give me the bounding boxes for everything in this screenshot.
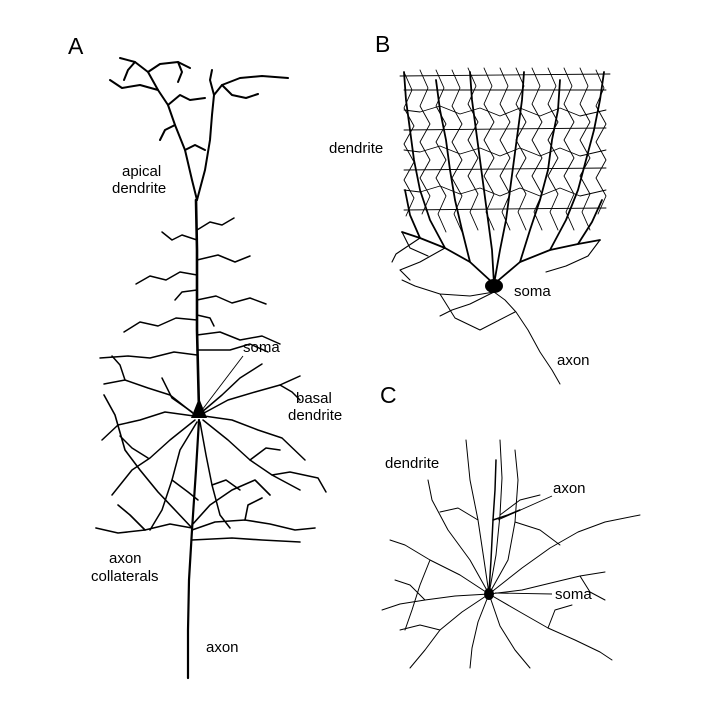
- apical-oblique-branches: [99, 217, 281, 359]
- panel-a-soma-label: soma: [243, 339, 280, 356]
- panel-b: B: [329, 31, 611, 385]
- panel-c-stellate-neuron-drawing: [381, 439, 641, 669]
- axon-collaterals-label-line2: collaterals: [91, 568, 159, 585]
- panel-c-soma-label: soma: [555, 586, 592, 603]
- axon-collaterals-label-line1: axon: [109, 550, 142, 567]
- panel-c-axon-leader: [497, 495, 553, 521]
- apical-tuft: [109, 57, 289, 201]
- purkinje-axon: [401, 279, 561, 385]
- purkinje-lower-dendrites: [391, 231, 601, 281]
- panel-c-axon-label: axon: [553, 480, 586, 497]
- panel-c-soma-shape: [484, 588, 494, 600]
- panel-b-soma-label: soma: [514, 283, 551, 300]
- panel-c-soma-leader: [494, 592, 553, 595]
- basal-dendrite-label-line2: dendrite: [288, 407, 342, 424]
- panel-c-letter: C: [380, 382, 397, 408]
- panel-a-soma-leader: [201, 355, 244, 411]
- panel-a-letter: A: [68, 33, 84, 59]
- stellate-dendrites: [381, 439, 641, 669]
- panel-b-axon-label: axon: [557, 352, 590, 369]
- panel-a: A: [68, 33, 342, 680]
- stellate-axon: [488, 459, 521, 593]
- panel-c: C: [380, 382, 641, 669]
- axon-and-collaterals: [95, 394, 316, 680]
- panel-b-dendrite-label: dendrite: [329, 140, 383, 157]
- panel-c-dendrite-label: dendrite: [385, 455, 439, 472]
- panel-a-soma-shape: [191, 398, 207, 418]
- purkinje-dendritic-arbor: [401, 71, 605, 285]
- panel-a-pyramidal-neuron-drawing: [95, 57, 327, 680]
- panel-b-soma-shape: [485, 279, 503, 293]
- basal-dendrite-label-line1: basal: [296, 390, 332, 407]
- apical-trunk: [194, 198, 201, 412]
- panel-a-axon-label: axon: [206, 639, 239, 656]
- purkinje-fine-branches: [399, 67, 611, 233]
- basal-dendrites: [101, 355, 327, 531]
- panel-b-letter: B: [375, 31, 390, 57]
- panel-b-purkinje-neuron-drawing: [391, 67, 611, 385]
- apical-dendrite-label-line1: apical: [122, 163, 161, 180]
- apical-dendrite-label-line2: dendrite: [112, 180, 166, 197]
